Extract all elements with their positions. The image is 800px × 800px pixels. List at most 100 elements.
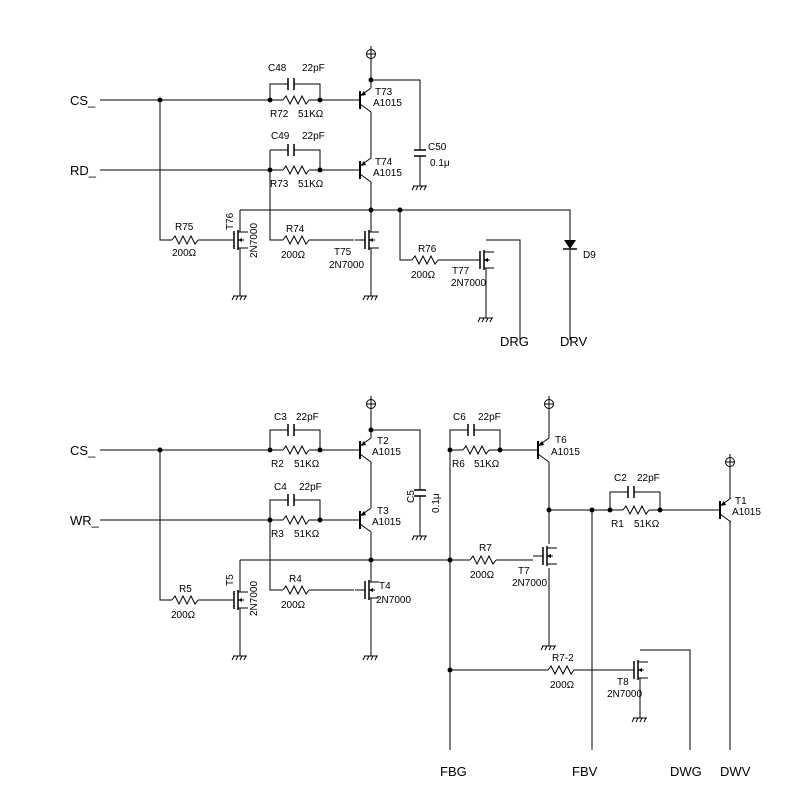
t4-ref: T4 bbox=[379, 581, 391, 592]
transistor-t5 bbox=[223, 589, 249, 611]
r6-value: 51KΩ bbox=[474, 459, 500, 470]
r76-value: 200Ω bbox=[411, 270, 436, 281]
t73-ref: T73 bbox=[375, 87, 393, 98]
t7-part: 2N7000 bbox=[512, 578, 547, 589]
wires-upper bbox=[100, 58, 571, 340]
t6-part: A1015 bbox=[551, 447, 580, 458]
transistor-t7 bbox=[532, 545, 558, 567]
r74-value: 200Ω bbox=[281, 250, 306, 261]
resistor-r7 bbox=[469, 555, 497, 565]
r2-ref: R2 bbox=[271, 459, 284, 470]
t1-ref: T1 bbox=[735, 496, 747, 507]
transistor-t76 bbox=[223, 229, 249, 251]
t74-ref: T74 bbox=[375, 157, 393, 168]
vcc-symbol bbox=[544, 395, 554, 415]
t3-ref: T3 bbox=[377, 506, 389, 517]
t4-part: 2N7000 bbox=[376, 595, 411, 606]
transistor-t73 bbox=[347, 87, 372, 113]
t2-part: A1015 bbox=[372, 447, 401, 458]
output-label-fbv: FBV bbox=[572, 764, 598, 779]
r73-ref: R73 bbox=[270, 179, 289, 190]
capacitor-c48 bbox=[287, 77, 295, 91]
resistor-r73 bbox=[282, 165, 310, 175]
vcc-symbol bbox=[366, 395, 376, 415]
c50-value: 0.1μ bbox=[430, 158, 450, 169]
r75-ref: R75 bbox=[175, 222, 194, 233]
c49-value: 22pF bbox=[302, 131, 325, 142]
c50-ref: C50 bbox=[428, 142, 447, 153]
r4-ref: R4 bbox=[289, 574, 302, 585]
t1-part: A1015 bbox=[732, 507, 761, 518]
resistor-r76 bbox=[411, 255, 439, 265]
c4-value: 22pF bbox=[299, 482, 322, 493]
t75-part: 2N7000 bbox=[329, 260, 364, 271]
capacitor-c3 bbox=[287, 423, 295, 437]
output-label-dwv: DWV bbox=[720, 764, 751, 779]
r75-value: 200Ω bbox=[172, 248, 197, 259]
resistor-r3 bbox=[282, 515, 310, 525]
transistor-t1 bbox=[707, 497, 732, 523]
r1-value: 51KΩ bbox=[634, 519, 660, 530]
t2-ref: T2 bbox=[377, 436, 389, 447]
r7-2-value: 200Ω bbox=[550, 680, 575, 691]
d9-ref: D9 bbox=[583, 250, 596, 261]
t73-part: A1015 bbox=[373, 98, 402, 109]
c3-ref: C3 bbox=[274, 412, 287, 423]
resistor-r74 bbox=[282, 235, 310, 245]
t76-ref: T76 bbox=[225, 212, 236, 230]
output-label-drg: DRG bbox=[500, 334, 529, 349]
t76-part: 2N7000 bbox=[249, 223, 260, 258]
capacitor-c49 bbox=[287, 143, 295, 157]
resistor-r72 bbox=[282, 95, 310, 105]
capacitor-c6 bbox=[467, 423, 475, 437]
r6-ref: R6 bbox=[452, 459, 465, 470]
transistor-t74 bbox=[347, 157, 372, 183]
t7-ref: T7 bbox=[518, 566, 530, 577]
ground-symbol bbox=[231, 289, 248, 301]
r7-ref: R7 bbox=[479, 543, 492, 554]
ground-symbol bbox=[540, 639, 557, 651]
r7-2-ref: R7-2 bbox=[552, 653, 574, 664]
t77-part: 2N7000 bbox=[451, 278, 486, 289]
r2-value: 51KΩ bbox=[294, 459, 320, 470]
c5-ref: C5 bbox=[406, 490, 417, 503]
c49-ref: C49 bbox=[271, 131, 290, 142]
resistor-r5 bbox=[171, 595, 199, 605]
ground-symbol bbox=[362, 649, 379, 661]
t8-ref: T8 bbox=[617, 677, 629, 688]
diode-d9 bbox=[563, 240, 577, 250]
capacitor-c50 bbox=[413, 149, 427, 157]
c2-value: 22pF bbox=[637, 473, 660, 484]
r72-ref: R72 bbox=[270, 109, 289, 120]
capacitor-c2 bbox=[627, 485, 635, 499]
output-label-drv: DRV bbox=[560, 334, 588, 349]
t5-ref: T5 bbox=[225, 574, 236, 586]
r3-ref: R3 bbox=[271, 529, 284, 540]
r73-value: 51KΩ bbox=[298, 179, 324, 190]
ground-symbol bbox=[477, 311, 494, 323]
ground-symbol bbox=[631, 711, 648, 723]
t75-ref: T75 bbox=[334, 247, 352, 258]
vcc-symbol bbox=[366, 45, 376, 65]
c6-value: 22pF bbox=[478, 412, 501, 423]
ground-symbol bbox=[231, 649, 248, 661]
r76-ref: R76 bbox=[418, 244, 437, 255]
ground-symbol bbox=[411, 529, 428, 541]
t5-part: 2N7000 bbox=[249, 581, 260, 616]
junction-dots-upper bbox=[157, 77, 403, 213]
transistor-t6 bbox=[525, 437, 550, 463]
t3-part: A1015 bbox=[372, 517, 401, 528]
c2-ref: C2 bbox=[614, 473, 627, 484]
resistor-r4 bbox=[282, 585, 310, 595]
input-label-cs: CS_ bbox=[70, 443, 96, 458]
c3-value: 22pF bbox=[296, 412, 319, 423]
transistor-t2 bbox=[347, 437, 372, 463]
ground-symbol bbox=[362, 289, 379, 301]
output-label-fbg: FBG bbox=[440, 764, 467, 779]
r5-ref: R5 bbox=[179, 584, 192, 595]
junction-dots-lower bbox=[157, 427, 663, 673]
transistor-t3 bbox=[347, 507, 372, 533]
r1-ref: R1 bbox=[611, 519, 624, 530]
c48-value: 22pF bbox=[302, 63, 325, 74]
